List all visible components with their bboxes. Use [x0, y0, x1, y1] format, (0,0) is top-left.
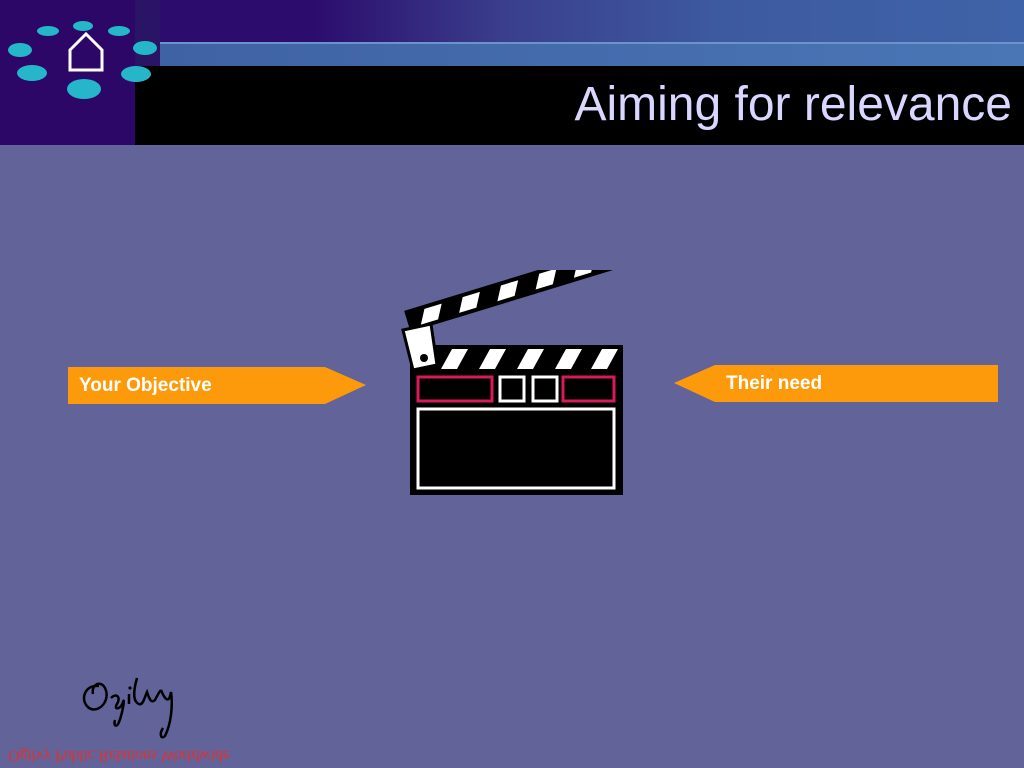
header	[0, 0, 1024, 145]
arrow-right-icon	[68, 367, 366, 404]
ogilvy-signature	[82, 677, 173, 739]
arrow-left-icon	[674, 365, 998, 402]
slide-title: Aiming for relevance	[574, 78, 1012, 131]
home-button[interactable]	[0, 0, 160, 115]
your-objective-label: Your Objective	[79, 375, 212, 396]
title-bar	[135, 66, 1024, 145]
header-stripe	[160, 42, 1024, 68]
header-gradient-band	[160, 0, 1024, 42]
home-icon	[68, 31, 104, 72]
clapperboard-icon	[401, 270, 623, 495]
dots-ring-icon	[8, 21, 157, 99]
their-need-label: Their need	[726, 373, 823, 394]
company-name: Ogilvy Public Relations Worldwide	[8, 747, 230, 764]
